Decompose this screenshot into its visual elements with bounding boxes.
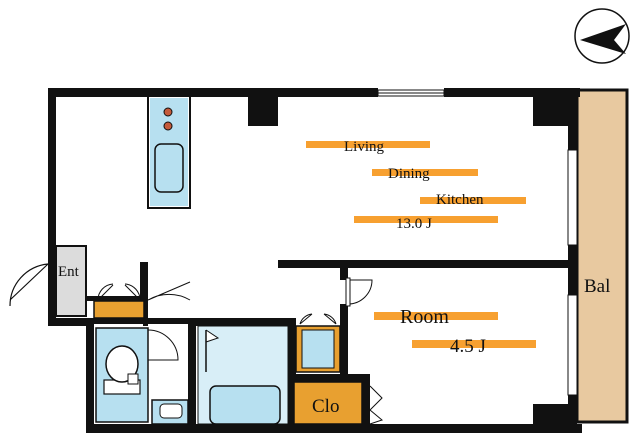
- kitchen-counter: [147, 95, 191, 209]
- ldk-label-kitchen: Kitchen: [436, 192, 484, 208]
- room-label-group: Room 4.5 J: [374, 306, 536, 357]
- interior-walls: [86, 260, 570, 430]
- closet-door-swing: [369, 385, 384, 425]
- ldk-size: 13.0 J: [396, 216, 432, 232]
- closet-label: Clo: [312, 396, 339, 417]
- closet: Clo: [293, 381, 384, 425]
- bath-door-swing: [205, 329, 220, 343]
- outer-walls: [48, 88, 582, 433]
- kitchen-sink: [154, 143, 184, 193]
- stove-burner-icon: [163, 121, 173, 131]
- entrance-label: Ent: [58, 264, 80, 280]
- ldk-label-dining: Dining: [388, 166, 430, 182]
- stove-burner-icon: [163, 107, 173, 117]
- room-size: 4.5 J: [450, 336, 486, 357]
- entrance: Ent: [9, 245, 87, 317]
- balcony-label: Bal: [584, 276, 610, 297]
- north-arrow-compass-icon: [574, 8, 630, 64]
- toilet-paper-icon: [127, 373, 139, 385]
- ldk-label-living: Living: [344, 139, 384, 155]
- balcony-windows: [567, 149, 578, 396]
- bathtub: [209, 385, 281, 425]
- washing-machine-space: [295, 313, 341, 373]
- top-window: [377, 89, 445, 97]
- bathroom: [197, 325, 289, 425]
- ldk-label-group: Living Dining Kitchen 13.0 J: [306, 139, 526, 232]
- shoe-cabinet: [93, 283, 145, 319]
- balcony: [575, 88, 629, 424]
- hall-door-swing: [147, 281, 191, 301]
- washbasin: [151, 399, 189, 425]
- room-label-name: Room: [400, 306, 449, 328]
- room-door-swing: [347, 279, 373, 305]
- entrance-door-swing: [9, 263, 49, 307]
- toilet: [95, 327, 179, 423]
- toilet-bowl-icon: [105, 345, 139, 383]
